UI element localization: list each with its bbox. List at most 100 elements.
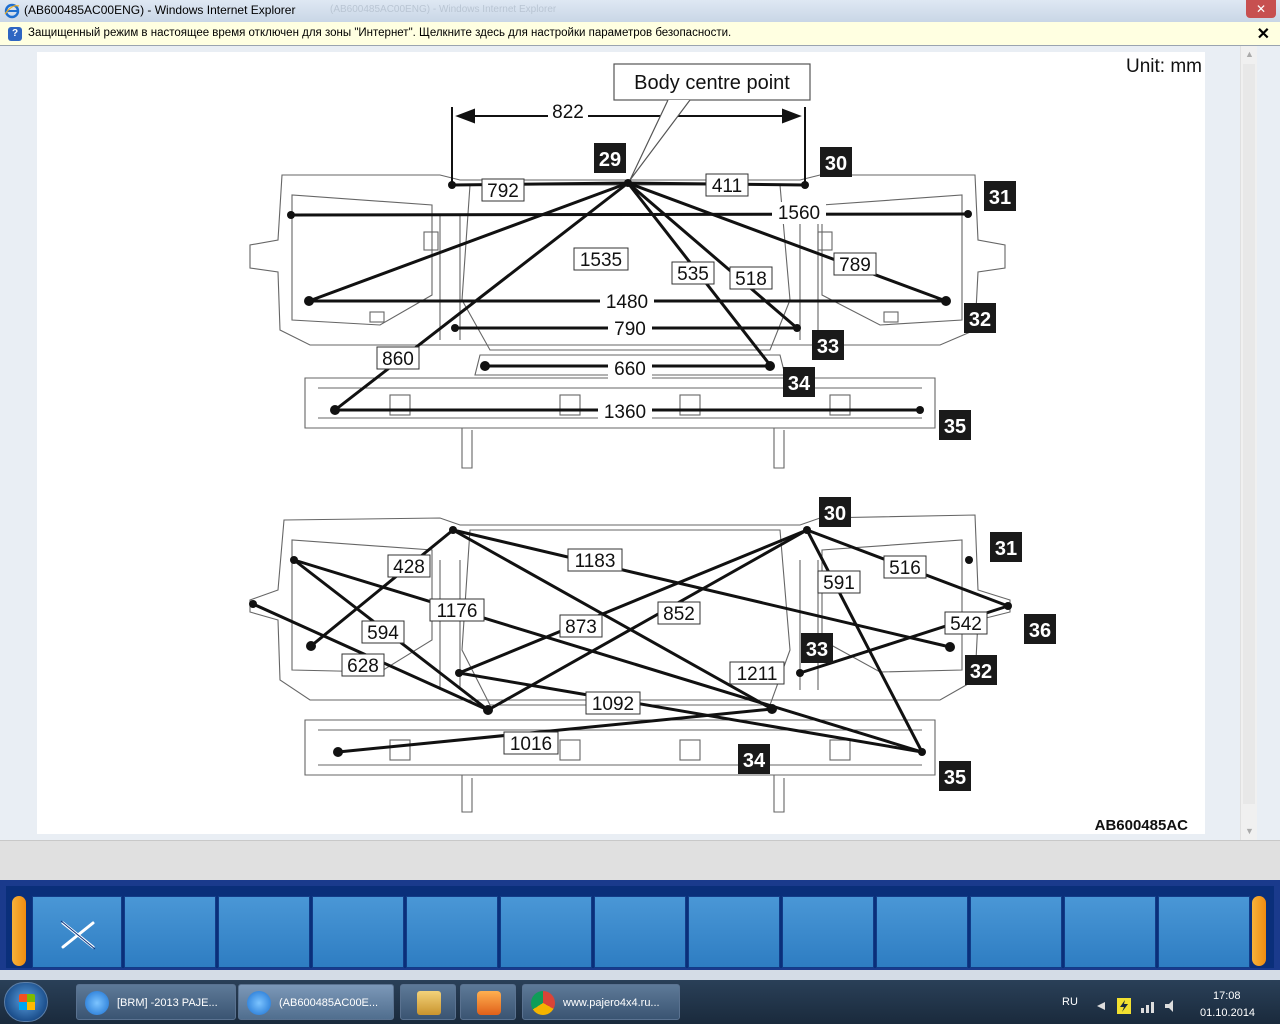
point-label-30b: 30 (824, 503, 846, 525)
point-label-32: 32 (969, 309, 991, 331)
unit-label: Unit: mm (1126, 56, 1202, 77)
taskbar-item-label: [BRM] -2013 PAJE... (117, 997, 218, 1009)
exit-button[interactable] (32, 896, 122, 968)
dimension-518: 518 (735, 269, 767, 290)
function-key-2[interactable] (124, 896, 216, 968)
point-label-29: 29 (599, 149, 621, 171)
scroll-up-arrow-icon[interactable]: ▲ (1245, 49, 1254, 59)
media-player-icon (477, 991, 501, 1015)
dimension-1183: 1183 (575, 551, 616, 572)
taskbar-item-label: (AB600485AC00E... (279, 997, 379, 1009)
vertical-scrollbar[interactable]: ▲ ▼ (1240, 46, 1257, 840)
windows-taskbar: [BRM] -2013 PAJE... (AB600485AC00E... ww… (0, 980, 1280, 1024)
tray-icons (1097, 998, 1173, 1014)
dimension-790: 790 (614, 319, 646, 340)
dimension-535: 535 (677, 264, 709, 285)
function-key-5[interactable] (406, 896, 498, 968)
figure-id: AB600485AC (1095, 817, 1189, 834)
ie-icon (247, 991, 271, 1015)
function-key-10[interactable] (876, 896, 968, 968)
function-key-9[interactable] (782, 896, 874, 968)
dimension-1016: 1016 (510, 734, 552, 755)
function-key-11[interactable] (970, 896, 1062, 968)
point-label-33b: 33 (806, 639, 828, 661)
taskbar-item-ie-active[interactable]: (AB600485AC00E... (238, 984, 394, 1020)
width-dimension (451, 107, 806, 185)
top-measurement-points (287, 179, 972, 415)
security-infobar[interactable]: ? Защищенный режим в настоящее время отк… (0, 22, 1280, 46)
scroll-thumb[interactable] (1243, 64, 1255, 804)
function-key-4[interactable] (312, 896, 404, 968)
infobar-close-button[interactable]: ✕ (1256, 26, 1270, 43)
function-key-6[interactable] (500, 896, 592, 968)
function-button-bar (0, 880, 1280, 970)
clock-time[interactable]: 17:08 (1213, 990, 1241, 1002)
function-key-7[interactable] (594, 896, 686, 968)
point-label-34: 34 (788, 373, 811, 395)
dimension-594: 594 (367, 623, 399, 644)
document-viewer: Unit: mm (0, 46, 1280, 840)
dimension-822: 822 (552, 102, 584, 123)
dimension-542: 542 (950, 614, 982, 635)
ie-icon (85, 991, 109, 1015)
function-key-3[interactable] (218, 896, 310, 968)
bottom-point-labels: 30 31 36 32 33 34 35 (738, 497, 1056, 791)
top-point-labels: 29 30 31 32 33 34 35 (594, 143, 1016, 440)
window-titlebar[interactable]: (AB600485AC00ENG) - Windows Internet Exp… (0, 0, 1280, 22)
infobar-message[interactable]: Защищенный режим в настоящее время отклю… (28, 27, 732, 39)
point-label-32b: 32 (970, 661, 992, 683)
dimension-516: 516 (889, 558, 921, 579)
clock-date[interactable]: 01.10.2014 (1200, 1007, 1256, 1019)
point-label-35: 35 (944, 416, 966, 438)
point-label-34b: 34 (743, 750, 766, 772)
dimension-1092: 1092 (592, 694, 634, 715)
window-close-button[interactable]: ✕ (1246, 0, 1276, 18)
dimension-1560: 1560 (778, 203, 820, 224)
language-indicator[interactable]: RU (1062, 996, 1078, 1008)
function-key-12[interactable] (1064, 896, 1156, 968)
dimension-591: 591 (823, 573, 855, 594)
ie-icon (4, 3, 20, 19)
body-dimensions-diagram: Unit: mm (249, 56, 1202, 834)
point-label-33: 33 (817, 336, 839, 358)
windows-logo-icon (19, 994, 35, 1010)
function-key-13[interactable] (1158, 896, 1250, 968)
chrome-icon (531, 991, 555, 1015)
left-endcap (12, 896, 26, 966)
dimension-660: 660 (614, 359, 646, 380)
window-title-ghost: (AB600485AC00ENG) - Windows Internet Exp… (330, 4, 557, 15)
taskbar-item-folder[interactable] (400, 984, 456, 1020)
point-label-36: 36 (1029, 620, 1051, 642)
point-label-35b: 35 (944, 767, 966, 789)
taskbar-item-label: www.pajero4x4.ru... (563, 997, 660, 1009)
right-endcap (1252, 896, 1266, 966)
close-x-icon (60, 920, 96, 950)
tray-arrow-icon (1097, 1002, 1105, 1010)
dimension-1176: 1176 (437, 601, 478, 622)
volume-icon (1165, 1000, 1173, 1012)
dimension-789: 789 (839, 255, 871, 276)
dimension-411: 411 (712, 176, 742, 197)
dimension-1211: 1211 (737, 664, 778, 685)
folder-icon (417, 991, 441, 1015)
dimension-860: 860 (382, 349, 414, 370)
taskbar-item-chrome[interactable]: www.pajero4x4.ru... (522, 984, 680, 1020)
diagram-canvas: Unit: mm (37, 52, 1205, 834)
body-centre-callout: Body centre point (634, 72, 790, 94)
top-dimension-labels: 792 411 1560 1535 535 518 789 1480 790 8… (376, 173, 877, 423)
dimension-1480: 1480 (606, 292, 648, 313)
dimension-852: 852 (663, 604, 695, 625)
scroll-down-arrow-icon[interactable]: ▼ (1245, 826, 1254, 836)
dimension-428: 428 (393, 557, 425, 578)
status-strip (0, 840, 1280, 880)
function-key-8[interactable] (688, 896, 780, 968)
shield-icon: ? (8, 27, 22, 41)
start-button[interactable] (4, 982, 48, 1022)
dimension-628: 628 (347, 656, 379, 677)
taskbar-item-brm[interactable]: [BRM] -2013 PAJE... (76, 984, 236, 1020)
window-title: (AB600485AC00ENG) - Windows Internet Exp… (24, 3, 296, 17)
signal-icon (1141, 1008, 1144, 1013)
function-button-bar-inner (6, 886, 1274, 968)
callout-box (613, 63, 811, 101)
taskbar-item-media[interactable] (460, 984, 516, 1020)
